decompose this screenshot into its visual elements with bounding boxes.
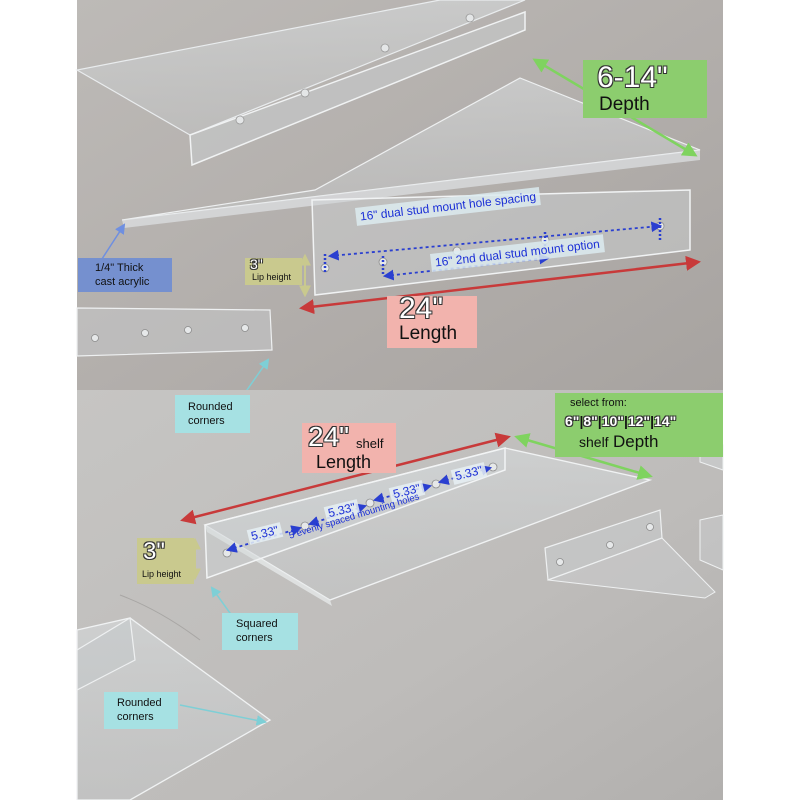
shelf-lip-text: Lip height (142, 569, 182, 579)
depth-options: 6"|8"|10"|12"|14" (565, 413, 676, 429)
depth-value: 6-14" (597, 61, 668, 94)
material-label: 1/4" Thick cast acrylic (78, 258, 172, 292)
rounded-corners-bottom-line1: Rounded (117, 697, 162, 709)
shelf-length-label: 24" shelf Length (302, 423, 396, 473)
length-value: 24" (399, 292, 444, 325)
depth-select-depth: Depth (613, 432, 659, 451)
option-separator: | (650, 413, 654, 429)
depth-option: 12" (627, 413, 651, 429)
option-separator: | (579, 413, 584, 429)
depth-option: 8" (583, 413, 598, 429)
option-separator: | (623, 413, 628, 429)
depth-option: 6" (565, 413, 580, 429)
material-line2: cast acrylic (95, 275, 150, 288)
depth-select-shelf: shelf (579, 434, 609, 450)
rounded-corners-top-line2: corners (188, 414, 225, 427)
shelf-lip-value: 3" (143, 538, 165, 565)
depth-option: 10" (601, 413, 624, 429)
depth-select-caption: shelf Depth (579, 433, 658, 452)
shelf-lip-label: 3" Lip height (137, 538, 194, 584)
length-label: 24" Length (387, 292, 477, 348)
length-text: Length (399, 323, 458, 344)
rounded-corners-top-line1: Rounded (188, 401, 233, 413)
material-line1: 1/4" Thick (95, 262, 144, 274)
depth-text: Depth (599, 94, 650, 115)
lip-height-label: 3" Lip height (245, 256, 302, 285)
shelf-length-text: Length (316, 452, 372, 472)
shelf-length-suffix: shelf (356, 436, 384, 451)
squared-corners-line2: corners (236, 631, 273, 644)
squared-corners-label: Squared corners (222, 613, 298, 650)
option-separator: | (597, 413, 602, 429)
squared-corners-line1: Squared (236, 618, 278, 630)
depth-label: 6-14" Depth (583, 60, 707, 118)
lip-height-text: Lip height (252, 272, 292, 282)
depth-select-label: select from: 6"|8"|10"|12"|14" shelf Dep… (555, 393, 723, 457)
depth-option: 14" (654, 413, 677, 429)
depth-select-title: select from: (570, 397, 627, 409)
rounded-corners-bottom: Rounded corners (104, 692, 178, 729)
lip-height-value: 3" (250, 256, 263, 272)
rounded-corners-bottom-line2: corners (117, 710, 154, 723)
rounded-corners-top: Rounded corners (175, 395, 250, 433)
shelf-length-value: 24" (308, 421, 350, 452)
